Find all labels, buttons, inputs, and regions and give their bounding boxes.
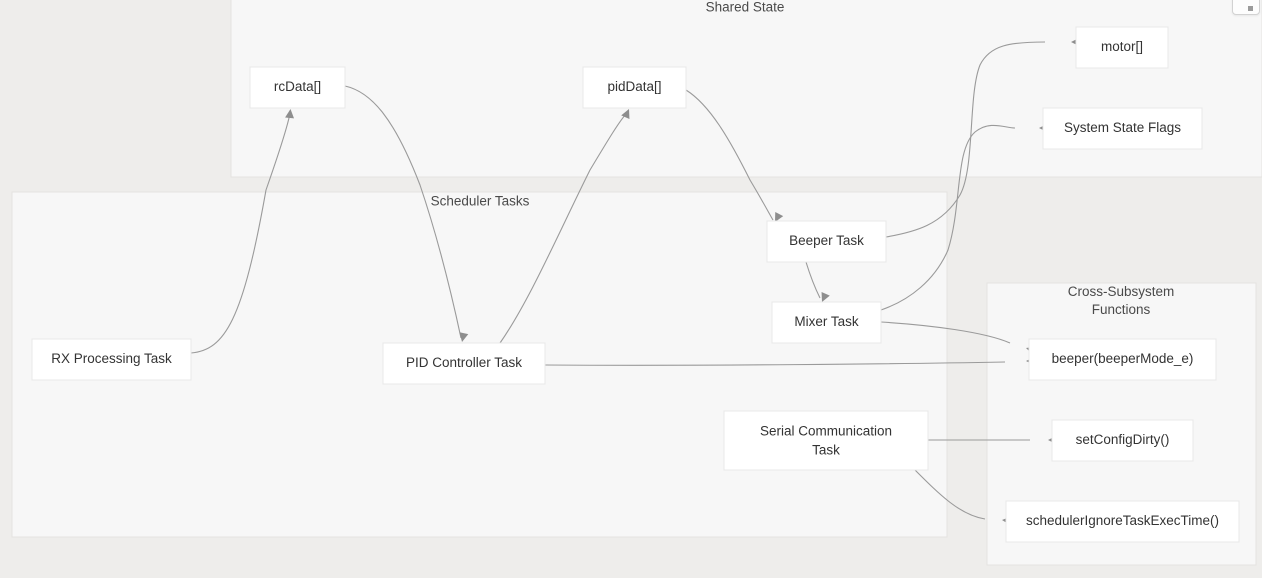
node-label-mixertask: Mixer Task: [794, 314, 859, 329]
node-motor[interactable]: motor[]: [1075, 26, 1169, 69]
edge-pidtask-to-piddata: [499, 109, 630, 344]
node-beepertask[interactable]: Beeper Task: [766, 220, 887, 263]
node-rect-beepertask: [766, 220, 887, 263]
node-rect-beeperfn: [1028, 338, 1217, 381]
node-label-beeperfn: beeper(beeperMode_e): [1052, 351, 1194, 366]
node-rect-ignoreexec: [1005, 500, 1240, 543]
node-label-setcfg: setConfigDirty(): [1076, 432, 1170, 447]
arrow-head-piddata-to-beepertask: [775, 211, 784, 222]
node-ignoreexec[interactable]: schedulerIgnoreTaskExecTime(): [1005, 500, 1240, 543]
node-rect-rcdata: [249, 66, 346, 109]
edge-beepertask-to-mixertask: [805, 261, 830, 302]
edge-piddata-to-beepertask: [685, 89, 784, 222]
nodes-layer: rcData[] pidData[] motor[] System State Fla…: [31, 26, 1240, 543]
node-pidtask[interactable]: PID Controller Task: [382, 342, 546, 385]
edge-path-rxtask-to-rcdata: [190, 112, 291, 354]
viewport-control-tick: [1248, 6, 1253, 11]
arrow-head-rxtask-to-rcdata: [285, 109, 295, 119]
node-rect-sysflags: [1042, 107, 1203, 150]
node-label-pidtask: PID Controller Task: [406, 355, 522, 370]
node-mixertask[interactable]: Mixer Task: [771, 301, 882, 344]
arrow-head-rcdata-to-pidtask: [459, 332, 469, 342]
node-label-ignoreexec: schedulerIgnoreTaskExecTime(): [1026, 513, 1219, 528]
edge-path-pidtask-to-beeperfn: [544, 361, 1006, 366]
node-rxtask[interactable]: RX Processing Task: [31, 338, 192, 381]
group-label-shared-state: Shared State: [706, 0, 785, 15]
node-rect-rxtask: [31, 338, 192, 381]
node-rect-mixertask: [771, 301, 882, 344]
node-rect-pidtask: [382, 342, 546, 385]
node-rect-setcfg: [1051, 419, 1194, 462]
viewport-control[interactable]: [1232, 0, 1260, 15]
edge-path-rcdata-to-pidtask: [344, 85, 462, 339]
node-rcdata[interactable]: rcData[]: [249, 66, 346, 109]
group-label-scheduler-tasks: Scheduler Tasks: [431, 194, 530, 209]
node-rect-piddata: [582, 66, 687, 109]
node-rect-serialtask: [723, 410, 929, 471]
node-label-beepertask: Beeper Task: [789, 233, 864, 248]
edge-path-beepertask-to-mixertask: [805, 261, 821, 299]
edge-path-piddata-to-beepertask: [685, 89, 774, 221]
node-label-rcdata: rcData[]: [274, 79, 321, 94]
node-label-piddata: pidData[]: [607, 79, 661, 94]
node-rect-motor: [1075, 26, 1169, 69]
edge-path-serialtask-to-ignoreexec: [914, 469, 986, 520]
edge-rxtask-to-rcdata: [190, 109, 295, 354]
edge-path-pidtask-to-piddata: [499, 112, 628, 344]
node-sysflags[interactable]: System State Flags: [1042, 107, 1203, 150]
node-piddata[interactable]: pidData[]: [582, 66, 687, 109]
edge-path-mixertask-to-sysflags: [880, 124, 1016, 311]
node-label-sysflags: System State Flags: [1064, 120, 1181, 135]
node-label-motor: motor[]: [1101, 39, 1143, 54]
node-setcfg[interactable]: setConfigDirty(): [1051, 419, 1194, 462]
arrow-head-beepertask-to-mixertask: [821, 291, 830, 302]
edge-rcdata-to-pidtask: [344, 85, 469, 342]
node-label-rxtask: RX Processing Task: [51, 351, 172, 366]
arrow-head-pidtask-to-piddata: [621, 109, 630, 120]
node-beeperfn[interactable]: beeper(beeperMode_e): [1028, 338, 1217, 381]
edge-path-mixertask-to-beeperfn: [880, 321, 1011, 344]
